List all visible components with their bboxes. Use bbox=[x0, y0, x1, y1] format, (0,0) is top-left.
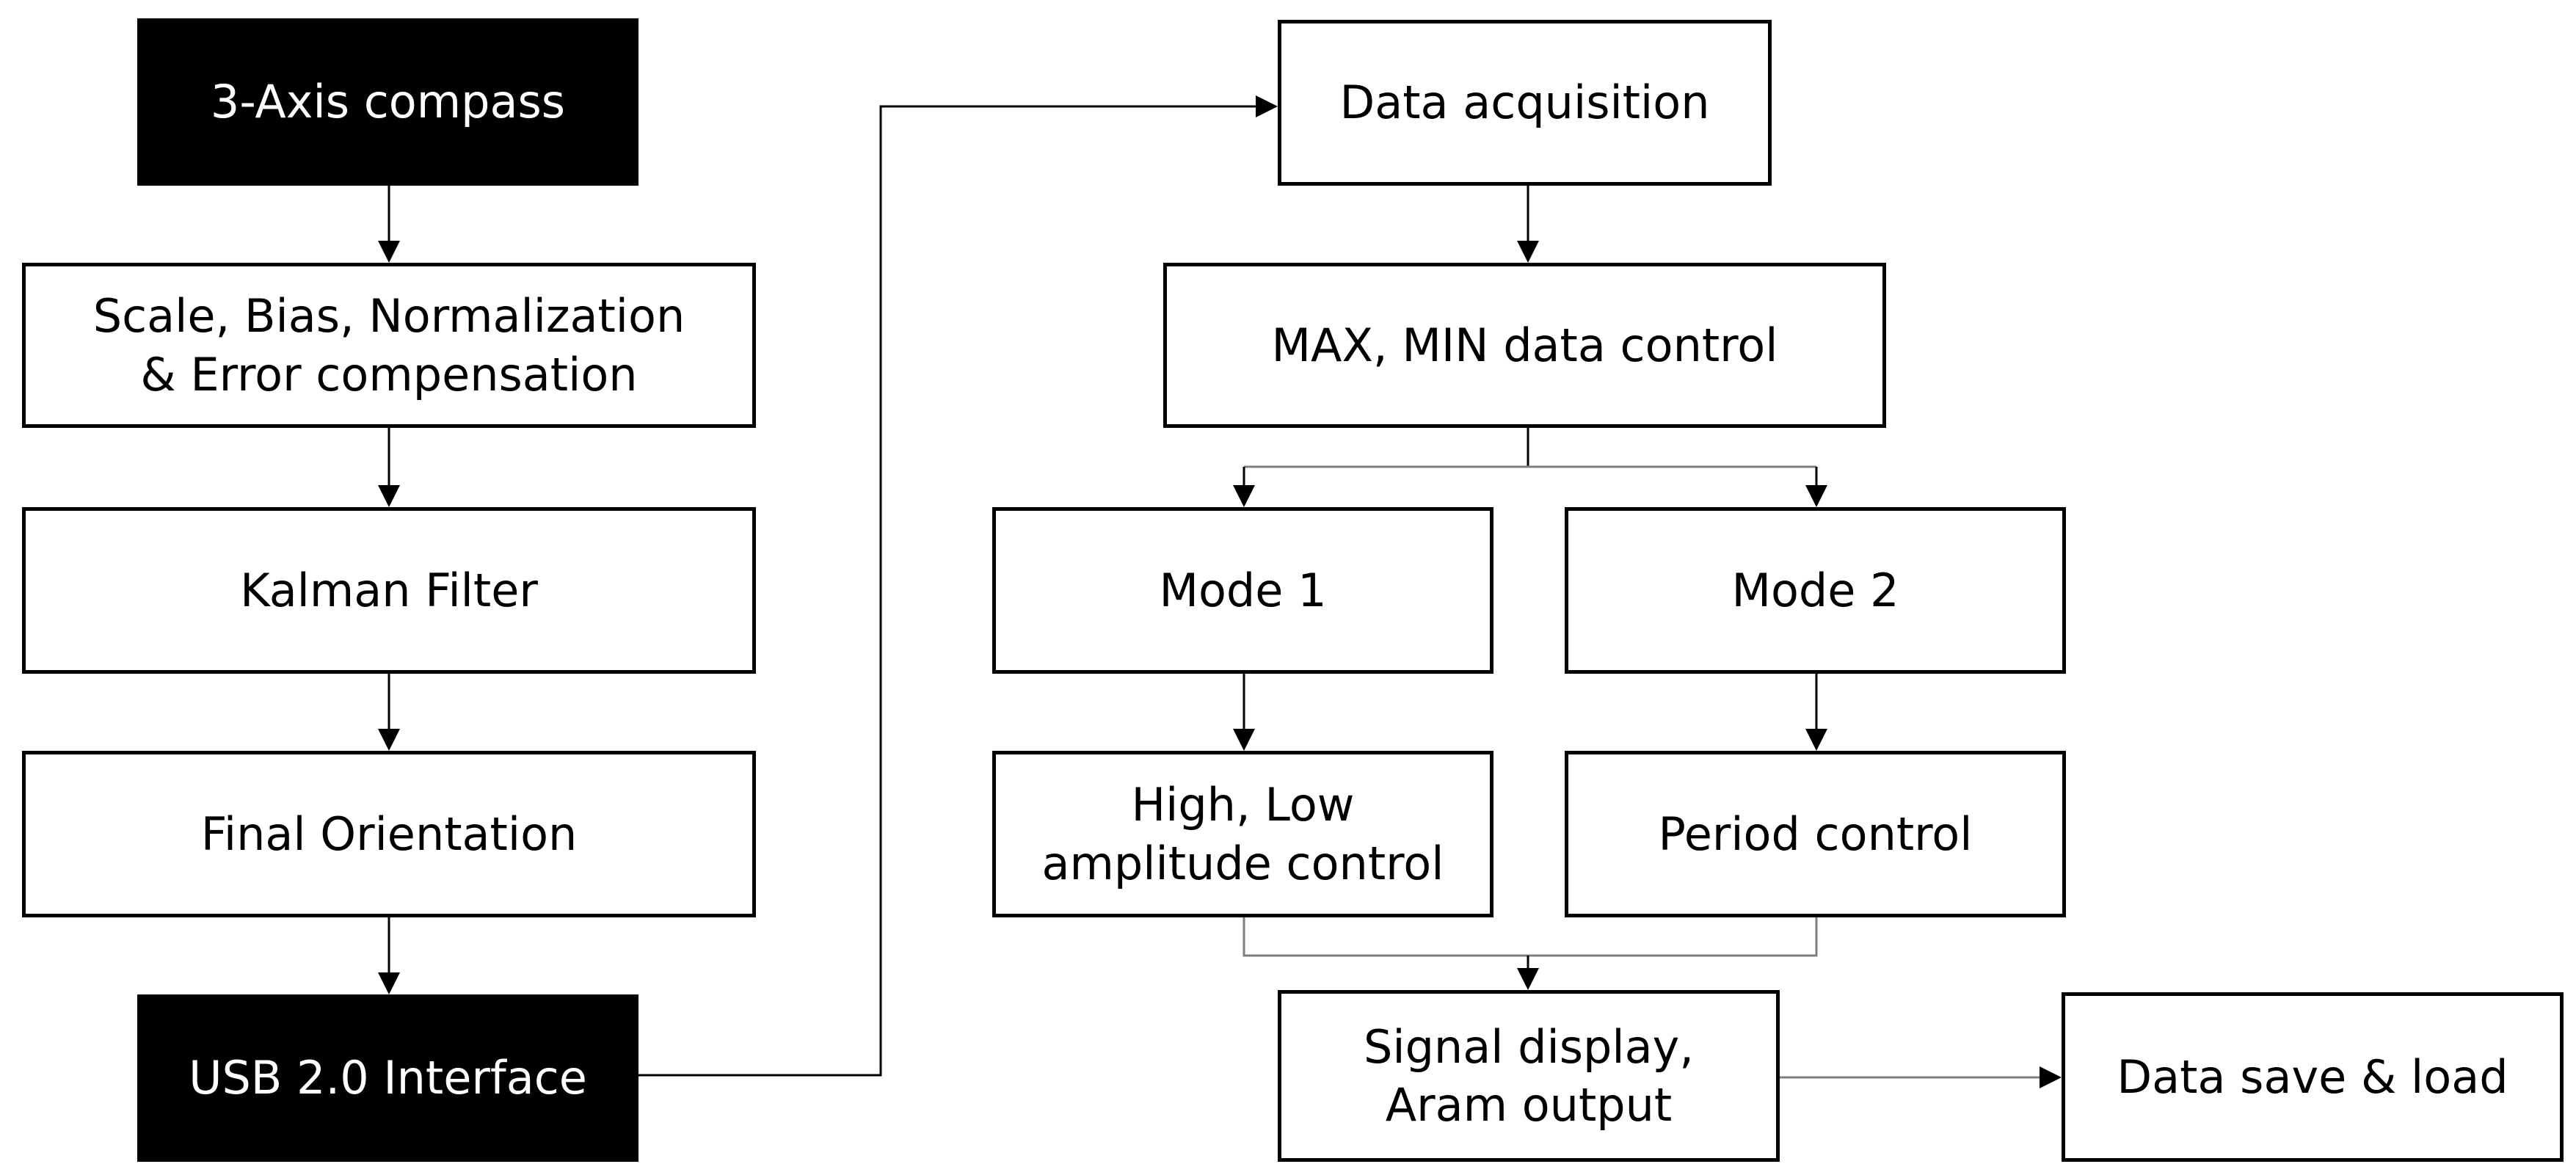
node-scale-bias-normalization: Scale, Bias, Normalization & Error compe… bbox=[22, 263, 756, 428]
node-final-orientation: Final Orientation bbox=[22, 751, 756, 917]
arrow-usb-to-acquisition bbox=[638, 95, 1278, 1077]
node-mode-2: Mode 2 bbox=[1565, 507, 2066, 674]
node-usb-interface: USB 2.0 Interface bbox=[137, 994, 638, 1162]
node-kalman-filter: Kalman Filter bbox=[22, 507, 756, 674]
node-period-control: Period control bbox=[1565, 751, 2066, 917]
node-amplitude-control: High, Low amplitude control bbox=[992, 751, 1493, 917]
node-data-acquisition: Data acquisition bbox=[1278, 20, 1772, 186]
node-max-min-data-control: MAX, MIN data control bbox=[1163, 263, 1886, 428]
node-data-save-load: Data save & load bbox=[2062, 992, 2564, 1162]
node-signal-display: Signal display, Aram output bbox=[1278, 990, 1780, 1162]
node-mode-1: Mode 1 bbox=[992, 507, 1493, 674]
line-amplitude-merge bbox=[1242, 917, 1818, 957]
node-compass: 3-Axis compass bbox=[137, 18, 638, 186]
